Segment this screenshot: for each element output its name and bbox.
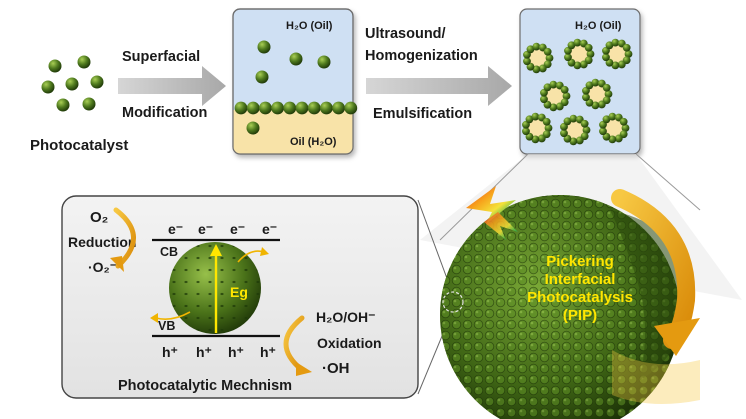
reduction-arrow	[113, 207, 136, 269]
superoxide-product: ·O₂⁻	[88, 259, 117, 275]
oxygen-reactant: O₂	[90, 209, 108, 226]
pip-label: Pickering Interfacial Photocatalysis (PI…	[527, 253, 633, 324]
photocatalyst-particles	[41, 55, 104, 112]
hole-1: h⁺	[162, 344, 178, 360]
hydroxyl-product: ·OH	[322, 360, 350, 377]
emulsion-droplet	[602, 38, 633, 70]
pip-label-line3: Photocatalysis	[527, 289, 633, 306]
zoom-highlight-circle	[442, 291, 464, 313]
vial-top-phase-label: H₂O (Oil)	[286, 20, 333, 32]
interface-particle	[344, 101, 358, 115]
interface-particle	[246, 101, 260, 115]
hole-2: h⁺	[196, 344, 212, 360]
bandgap-label: Eg	[230, 284, 248, 300]
emulsion-droplet	[522, 112, 553, 144]
interface-particle	[259, 101, 272, 115]
step1-text-bottom: Modification	[122, 105, 207, 121]
step2-text-line3: Emulsification	[373, 106, 472, 122]
photocatalyst-label: Photocatalyst	[30, 137, 128, 154]
light-bolt-icon	[466, 186, 516, 224]
emulsion-droplet	[560, 114, 591, 146]
electron-1: e⁻	[168, 221, 183, 237]
emulsion-droplets	[522, 38, 633, 146]
interface-particle	[234, 101, 248, 115]
hole-3: h⁺	[228, 344, 244, 360]
vb-label: VB	[158, 319, 175, 333]
modification-arrow	[118, 66, 226, 106]
emulsion-droplet	[599, 112, 630, 144]
emulsion-droplet	[564, 38, 595, 70]
interface-particle-layer	[234, 101, 358, 115]
electron-3: e⁻	[230, 221, 245, 237]
pip-label-line4: (PIP)	[563, 307, 597, 324]
water-reactant: H₂O/OH⁻	[316, 309, 376, 325]
interface-particle	[332, 101, 345, 115]
interface-particle	[283, 101, 297, 115]
mechanism-title: Photocatalytic Mechnism	[118, 378, 292, 394]
interface-particle	[307, 101, 321, 115]
vial-bottom-phase-label: Oil (H₂O)	[290, 136, 337, 148]
cb-label: CB	[160, 245, 178, 259]
pip-label-line2: Interfacial	[545, 271, 616, 288]
hole-migration-arrow	[155, 311, 191, 320]
emulsion-droplet	[540, 80, 571, 112]
pip-label-line1: Pickering	[546, 253, 614, 270]
interface-particle	[271, 101, 284, 115]
dispersed-particles	[246, 40, 331, 135]
emulsion-droplet	[582, 78, 613, 110]
interface-particle	[295, 101, 309, 115]
electron-4: e⁻	[262, 221, 277, 237]
hole-4: h⁺	[260, 344, 276, 360]
interface-particle	[320, 101, 333, 115]
step1-text-top: Superfacial	[122, 49, 200, 65]
emulsification-arrow	[366, 66, 512, 106]
emulsion-droplet	[523, 42, 554, 74]
emulsion-phase-label: H₂O (Oil)	[575, 20, 622, 32]
step2-text-line2: Homogenization	[365, 48, 478, 64]
zoom-line-right	[635, 153, 701, 211]
oxidation-label: Oxidation	[317, 335, 382, 351]
reduction-label: Reduction	[68, 234, 136, 250]
electron-2: e⁻	[198, 221, 213, 237]
step2-text-line1: Ultrasound/	[365, 26, 446, 42]
